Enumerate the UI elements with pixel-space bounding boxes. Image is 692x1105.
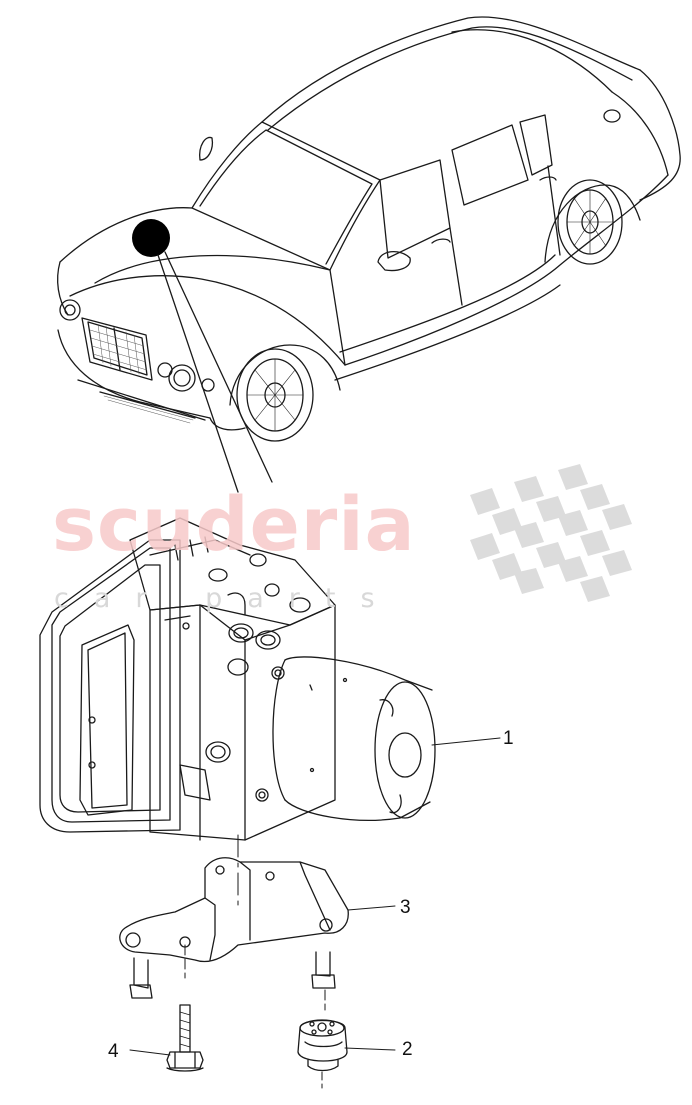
nut-part-2: [297, 1019, 348, 1072]
callout-leaders: [129, 737, 501, 1056]
watermark-brand: scuderia: [52, 482, 416, 568]
watermark-flag-icon: [470, 464, 632, 602]
leader-lines: [157, 251, 273, 493]
location-marker-dot: [132, 219, 170, 257]
watermark-subtitle: car parts: [54, 583, 400, 614]
callout-label-2: 2: [402, 1039, 413, 1060]
abs-unit-part-1: [39, 517, 436, 841]
callout-label-1: 1: [503, 728, 514, 749]
callout-label-4: 4: [108, 1041, 119, 1062]
bracket-studs: [129, 951, 336, 999]
bolt-part-4: [166, 1004, 204, 1072]
car-illustration: [57, 16, 681, 442]
bracket-part-3: [119, 857, 349, 963]
callout-label-3: 3: [400, 897, 411, 918]
